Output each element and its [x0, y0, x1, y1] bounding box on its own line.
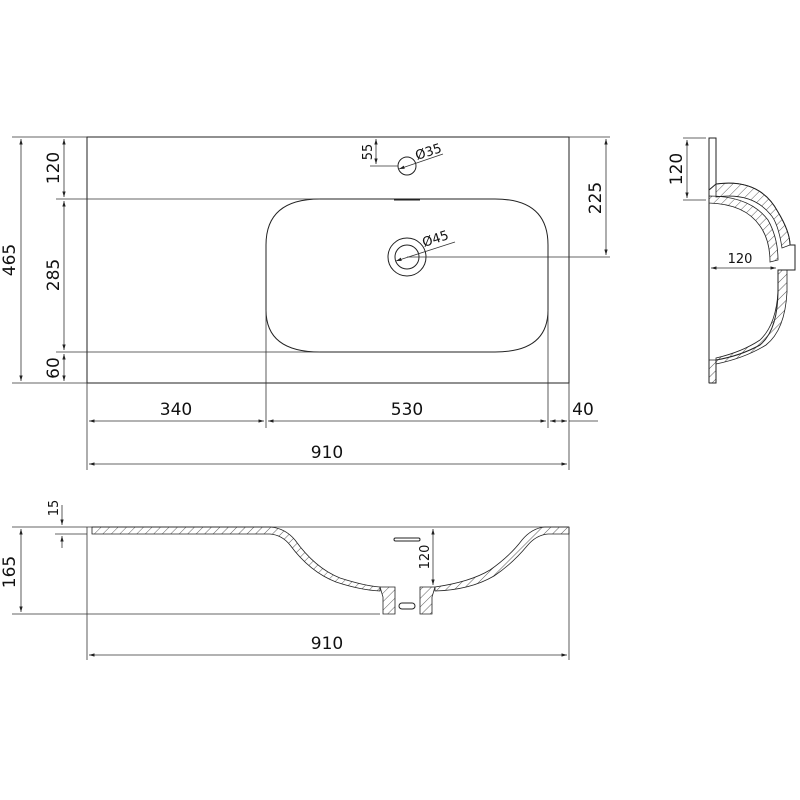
side-section-view: 120 120: [667, 137, 796, 384]
dim-right-edge: 40: [572, 400, 594, 420]
dim-back-edge: 120: [44, 152, 64, 184]
top-view: 465 120 285 60 55 Ø35 Ø45 225 340 530 40…: [0, 136, 610, 470]
dim-top-thickness: 15: [47, 500, 62, 517]
dim-tap-offset: 55: [361, 144, 376, 161]
dim-drain-from-back: 225: [586, 182, 606, 214]
front-section-drain: [379, 586, 436, 615]
dim-side-back-height: 120: [667, 153, 687, 185]
front-section-view: 15 165 120 910: [0, 500, 570, 660]
dim-front-bowl-depth: 120: [418, 545, 433, 570]
dim-tap-diameter: Ø35: [414, 141, 444, 164]
dim-total-width: 910: [311, 443, 343, 463]
dim-front-total-width: 910: [311, 634, 343, 654]
dim-bowl-width: 530: [391, 400, 423, 420]
dim-front-edge: 60: [44, 357, 64, 379]
dim-total-height: 165: [0, 556, 20, 588]
dim-total-depth: 465: [0, 244, 20, 276]
front-section-left-deck: [91, 526, 381, 592]
dim-bowl-depth: 285: [44, 259, 64, 291]
front-section-right-curve: [434, 526, 570, 592]
basin-outline: [86, 136, 570, 384]
dim-drain-diameter: Ø45: [421, 228, 451, 251]
bowl-outline: [265, 198, 549, 353]
dim-side-bowl-depth: 120: [728, 252, 753, 267]
dim-left-deck: 340: [160, 400, 192, 420]
